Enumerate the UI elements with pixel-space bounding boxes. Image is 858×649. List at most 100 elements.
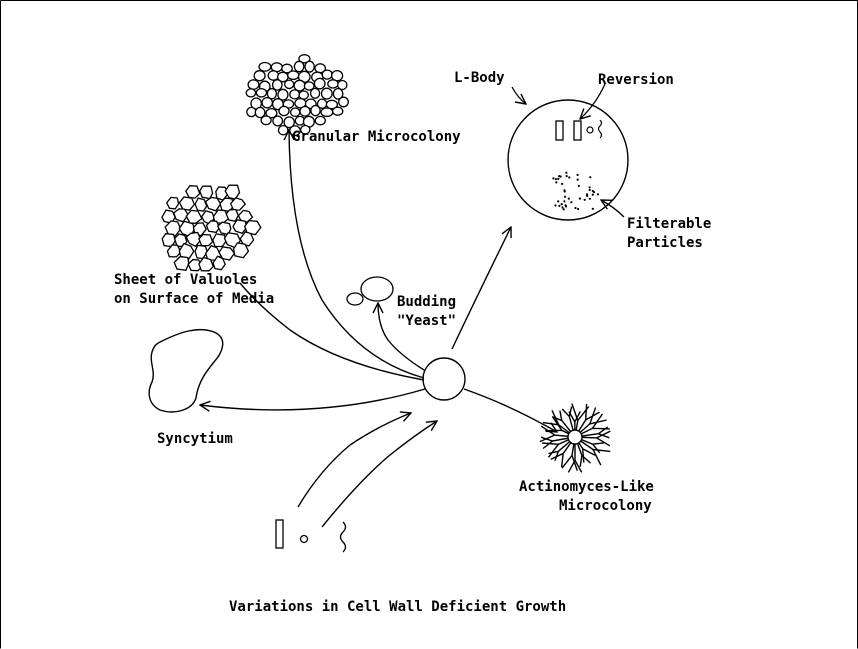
spiral-form [341,522,346,552]
granule [339,97,349,107]
valuole [186,186,200,198]
particle [586,193,588,195]
valuole [174,209,188,222]
l-body-cell [508,100,628,220]
valuole [200,186,213,198]
diagram-caption: Variations in Cell Wall Deficient Growth [229,598,566,617]
particle [592,194,594,196]
reversion-rod-2 [574,121,581,140]
reversion-rod-1 [556,121,563,140]
particle [566,175,568,177]
particle [592,208,594,210]
particle [563,189,565,191]
granule [247,107,256,116]
particle [561,183,563,185]
granule [290,90,300,99]
particle [565,172,567,174]
particle [577,179,579,181]
particle [578,185,580,187]
granule [246,89,255,97]
valuole [199,258,213,271]
arrow-to-granular [289,130,424,378]
particle [565,205,567,207]
arrow-from-rod [298,413,411,507]
granule [285,80,294,88]
particle [589,176,591,178]
particle [552,177,554,179]
valuole [226,210,238,222]
valuole [225,185,239,199]
valuole [195,198,207,211]
granule [322,70,332,79]
particle [568,198,570,200]
particle [589,186,591,188]
granule [311,89,320,99]
filterable-particles-label: Filterable Particles [627,215,711,253]
granule [248,80,259,89]
particle [557,178,559,180]
valuole [213,234,226,247]
granule [321,108,333,116]
arrow-to-l-body [452,227,511,349]
valuole [206,197,221,210]
granule [294,61,303,71]
granular-microcolony-label: Granular Microcolony [292,128,461,147]
valuole [167,197,179,209]
arrow-from-coccus [322,421,437,527]
particle [558,205,560,207]
granule [311,106,320,116]
granule [288,71,299,79]
particle [584,199,586,201]
particle [554,204,556,206]
granule [294,80,305,91]
particle [561,203,563,205]
particle [589,189,591,191]
sheet-of-valuoles-label: Sheet of Valuoles on Surface of Media [114,271,274,309]
valuole [199,235,213,246]
granule [300,107,310,117]
granule [314,78,325,88]
granule [291,108,300,116]
granule [322,88,333,99]
particle [589,198,591,200]
actinomyces-label: Actinomyces-Like Microcolony [519,478,654,516]
granule [305,61,314,72]
granule [333,107,343,115]
particle [579,198,581,200]
arrow-to-syncytium [200,389,425,410]
central-cell [423,358,465,400]
valuole [234,243,249,258]
particle [570,201,572,203]
particle [574,207,576,209]
actinomyces-core [568,430,582,444]
valuole [180,197,195,210]
granule [279,106,289,115]
granule [259,63,271,72]
granule [315,116,325,124]
particle [593,191,595,193]
yeast-cell [361,277,393,301]
valuole [195,245,207,258]
reversion-label: Reversion [598,71,674,90]
valuole [186,210,202,223]
granule [273,116,283,126]
granule [268,71,278,80]
yeast-bud-small [347,293,363,305]
granule [328,80,338,88]
particle [563,200,565,202]
particle [577,208,579,210]
particle [555,178,557,180]
particle [568,176,570,178]
particle [555,181,557,183]
l-body-label: L-Body [454,69,505,88]
particle [597,193,599,195]
valuole [231,198,246,210]
granule [279,126,288,135]
particle [558,175,560,177]
valuole [174,257,189,271]
particle [577,174,579,176]
granule [254,71,265,81]
particle [564,196,566,198]
particle [557,200,559,202]
coccus-form [301,536,308,543]
